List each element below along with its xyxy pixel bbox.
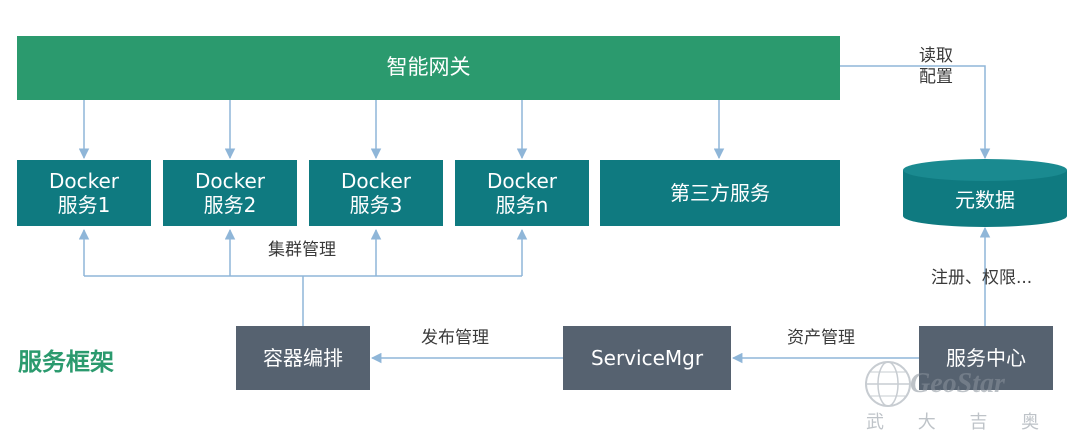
docker-service-n: Docker 服务n: [455, 160, 589, 226]
watermark-brand: GeoStar: [910, 368, 1005, 399]
docker-service-1-line1: Docker: [48, 169, 120, 193]
service-mgr-label: ServiceMgr: [590, 346, 704, 370]
docker-service-3-line1: Docker: [340, 169, 412, 193]
read-config-line1: 读取: [919, 46, 953, 66]
publish-mgmt-label: 发布管理: [421, 328, 489, 348]
docker-service-1: Docker 服务1: [17, 160, 151, 226]
metadata-label: 元数据: [955, 188, 1015, 212]
container-orchestration-label: 容器编排: [263, 346, 343, 370]
docker-service-3-line2: 服务3: [349, 193, 403, 217]
container-orchestration: 容器编排: [236, 326, 370, 390]
third-party-service: 第三方服务: [600, 160, 840, 226]
register-permission-label: 注册、权限...: [931, 268, 1033, 288]
arrow-gateway-to-metadata: [840, 65, 991, 160]
service-mgr: ServiceMgr: [563, 326, 731, 390]
docker-service-3: Docker 服务3: [309, 160, 443, 226]
cluster-mgmt-label: 集群管理: [268, 240, 336, 260]
geostar-watermark: GeoStar 武 大 吉 奥: [858, 354, 1058, 434]
docker-service-2-line1: Docker: [194, 169, 266, 193]
docker-service-2: Docker 服务2: [163, 160, 297, 226]
read-config-label: 读取 配置: [919, 46, 953, 89]
service-center-label: 服务中心: [946, 346, 1026, 370]
smart-gateway-label: 智能网关: [386, 55, 471, 80]
metadata-cylinder: [903, 159, 1067, 227]
docker-service-1-line2: 服务1: [57, 193, 111, 217]
geostar-globe-icon: [865, 361, 911, 407]
docker-service-n-line2: 服务n: [495, 193, 549, 217]
service-framework-title: 服务框架: [18, 348, 114, 376]
service-center: 服务中心: [919, 326, 1053, 390]
watermark-cn: 武 大 吉 奥: [866, 412, 1054, 433]
metadata-store: 元数据: [903, 180, 1067, 220]
docker-service-n-line1: Docker: [486, 169, 558, 193]
read-config-line2: 配置: [919, 67, 953, 88]
asset-mgmt-label: 资产管理: [787, 328, 855, 348]
third-party-service-label: 第三方服务: [670, 181, 770, 205]
docker-service-2-line2: 服务2: [203, 193, 257, 217]
smart-gateway: 智能网关: [17, 36, 840, 100]
